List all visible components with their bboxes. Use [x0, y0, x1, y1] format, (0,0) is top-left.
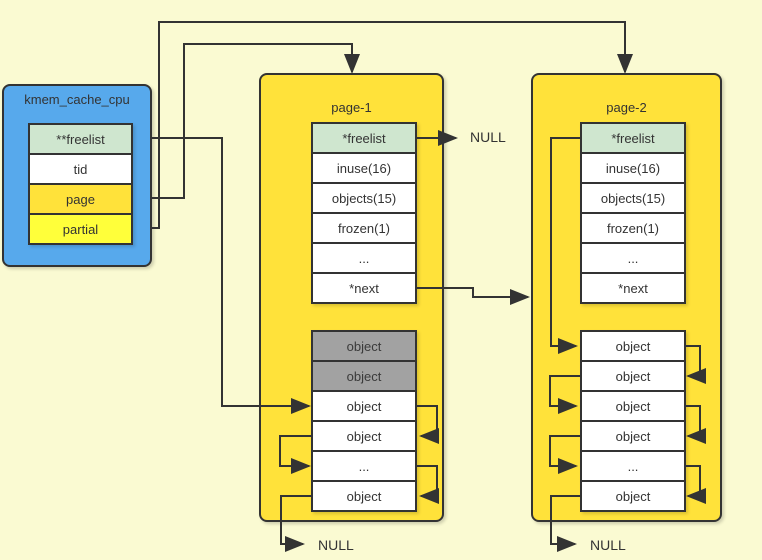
page1-object-free: object [311, 480, 417, 512]
page1-field-freelist: *freelist [311, 122, 417, 154]
page1-object-free: object [311, 420, 417, 452]
kmem-cache-cpu-title: kmem_cache_cpu [24, 92, 130, 107]
page1-field-objects: objects(15) [311, 182, 417, 214]
page-1-fields: *freelist inuse(16) objects(15) frozen(1… [311, 122, 417, 304]
page2-field-ellipsis: ... [580, 242, 686, 274]
page1-object-used: object [311, 330, 417, 362]
page2-field-freelist: *freelist [580, 122, 686, 154]
page-2-fields: *freelist inuse(16) objects(15) frozen(1… [580, 122, 686, 304]
page-1-objects: object object object object ... object [311, 330, 417, 512]
cache-row-page: page [28, 183, 133, 215]
page1-object-used: object [311, 360, 417, 392]
page2-field-next: *next [580, 272, 686, 304]
page2-field-inuse: inuse(16) [580, 152, 686, 184]
freelist-null-label: NULL [470, 129, 506, 145]
page2-object-ellipsis: ... [580, 450, 686, 482]
page2-field-objects: objects(15) [580, 182, 686, 214]
cache-row-tid: tid [28, 153, 133, 185]
page1-field-inuse: inuse(16) [311, 152, 417, 184]
page1-field-frozen: frozen(1) [311, 212, 417, 244]
page2-object-free: object [580, 480, 686, 512]
cache-row-partial: partial [28, 213, 133, 245]
page1-field-ellipsis: ... [311, 242, 417, 274]
page2-field-frozen: frozen(1) [580, 212, 686, 244]
page-2-objects: object object object object ... object [580, 330, 686, 512]
page2-object-free: object [580, 330, 686, 362]
page2-object-free: object [580, 390, 686, 422]
page-1-title: page-1 [331, 100, 372, 115]
page2-object-free: object [580, 360, 686, 392]
page-2-title: page-2 [606, 100, 647, 115]
page1-field-next: *next [311, 272, 417, 304]
page1-object-free: object [311, 390, 417, 422]
page2-null-label: NULL [590, 537, 626, 553]
kmem-cache-cpu-fields: **freelist tid page partial [28, 123, 133, 245]
page1-object-ellipsis: ... [311, 450, 417, 482]
page2-object-free: object [580, 420, 686, 452]
cache-row-freelist: **freelist [28, 123, 133, 155]
page1-null-label: NULL [318, 537, 354, 553]
